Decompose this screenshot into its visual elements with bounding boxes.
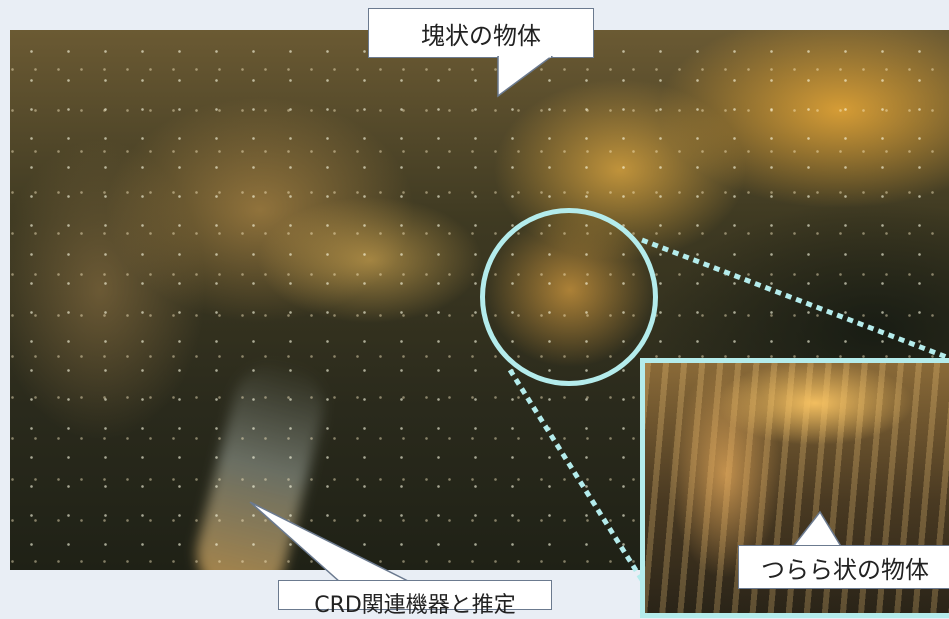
callout-lump-text: 塊状の物体 <box>421 21 541 50</box>
figure-frame: 塊状の物体 CRD関連機器と推定 つらら状の物体 <box>10 8 949 618</box>
callout-lump-object: 塊状の物体 <box>368 8 594 58</box>
callout-icicle-text: つらら状の物体 <box>761 555 929 584</box>
callout-top-tail <box>497 56 554 98</box>
callout-icicle-object: つらら状の物体 <box>738 545 949 589</box>
callout-crd-device: CRD関連機器と推定 <box>278 580 552 618</box>
callout-right-tail <box>790 510 844 549</box>
callout-crd-text: CRD関連機器と推定 <box>314 593 516 618</box>
highlight-circle <box>480 208 658 386</box>
